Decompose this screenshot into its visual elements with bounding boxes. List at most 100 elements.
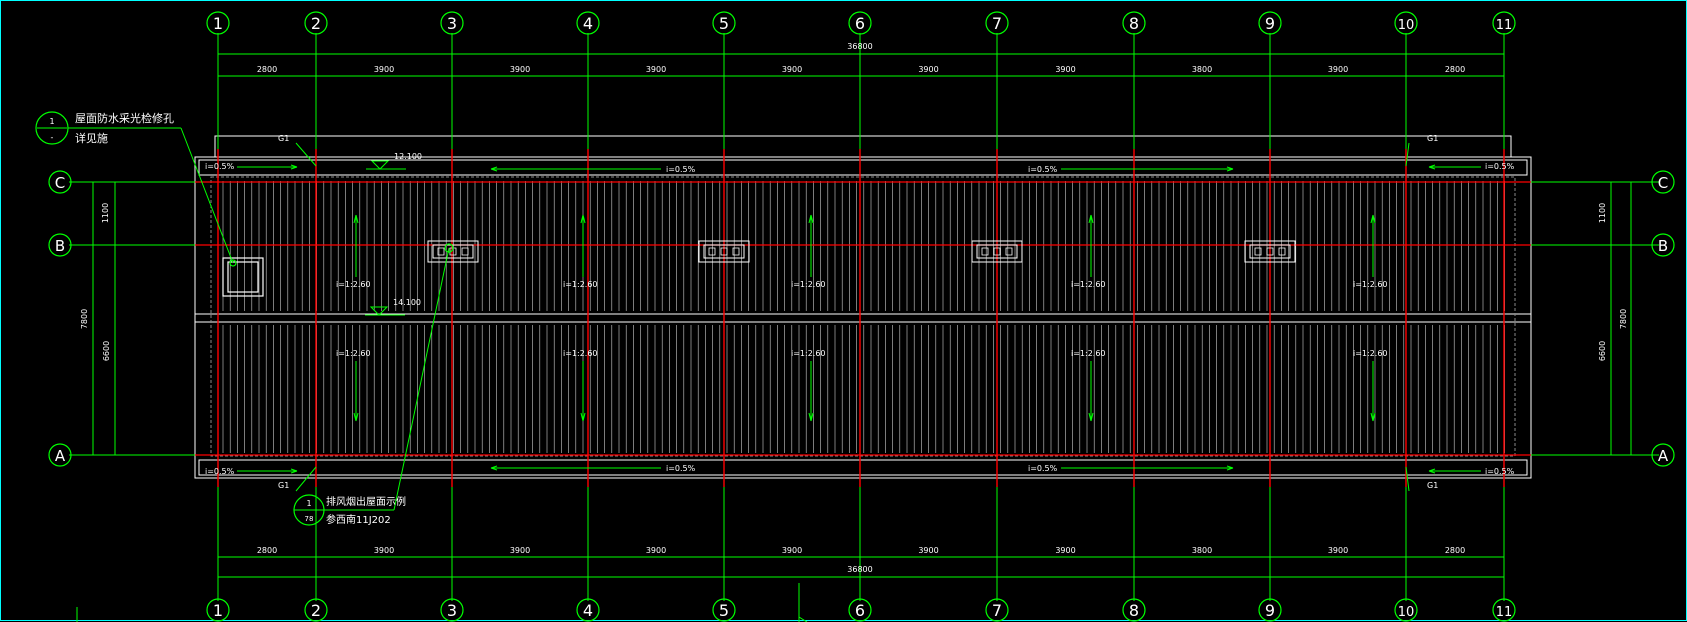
roof-slope-label-upper: i=1:2.60 bbox=[563, 280, 598, 289]
row-bubble-right bbox=[1651, 170, 1675, 194]
gutter-slope-tl: i=0.5% bbox=[205, 162, 235, 171]
tile-area-border bbox=[210, 176, 1516, 457]
dim-text-bay: 2800 bbox=[1445, 546, 1465, 555]
roof-slope-label-upper: i=1:2.60 bbox=[791, 280, 826, 289]
gutter-arrow-tr-head bbox=[1226, 166, 1234, 170]
dim-text-bay: 2800 bbox=[257, 546, 277, 555]
gutter-label-bl: G1 bbox=[278, 481, 289, 490]
roof-slope-arrow-head bbox=[582, 214, 586, 224]
axis-label-top: 11 bbox=[1496, 18, 1513, 33]
gutter-slope-bl: i=0.5% bbox=[205, 467, 235, 476]
gutter-slope-bre: i=0.5% bbox=[1485, 467, 1515, 476]
axis-label-bottom: 4 bbox=[583, 601, 593, 620]
dim-right-7800: 7800 bbox=[1619, 309, 1628, 329]
roof-slope-arrow-head bbox=[353, 412, 357, 422]
axis-bubble-top bbox=[440, 11, 464, 35]
roof-slope-label-lower: i=1:2.60 bbox=[1353, 349, 1388, 358]
dim-text-bay: 3900 bbox=[1055, 546, 1075, 555]
gutter-arrow-bre-head bbox=[1428, 470, 1436, 474]
callout-bottom-sheet: 78 bbox=[305, 515, 314, 523]
dim-text-bay: 3900 bbox=[1328, 546, 1348, 555]
elevation-mid: 14.100 bbox=[393, 298, 421, 307]
gutter-slope-tre: i=0.5% bbox=[1485, 162, 1515, 171]
gutter-arrow-bc-head bbox=[490, 467, 498, 471]
exhaust-vent-inner bbox=[432, 244, 474, 259]
dim-text-bay: 3900 bbox=[1328, 65, 1348, 74]
row-bubble-left bbox=[48, 233, 72, 257]
callout-top-sheet: - bbox=[51, 133, 54, 142]
row-label-left: B bbox=[55, 237, 65, 255]
roof-slope-arrow-head bbox=[808, 412, 812, 422]
row-label-left: C bbox=[55, 174, 65, 192]
dim-text-total: 36800 bbox=[847, 42, 872, 51]
exhaust-vent-outer bbox=[971, 240, 1023, 263]
axis-label-bottom: 8 bbox=[1129, 601, 1139, 620]
ridge-band bbox=[194, 313, 1532, 323]
gutter-arrow-tl-head bbox=[290, 166, 298, 170]
callout-leader-bottom-diag bbox=[393, 247, 450, 511]
dim-left-1100: 1100 bbox=[101, 203, 110, 223]
dim-text-bay: 3900 bbox=[1055, 65, 1075, 74]
axis-label-bottom: 9 bbox=[1265, 601, 1275, 620]
axis-label-bottom: 10 bbox=[1398, 605, 1415, 620]
row-bubble-right bbox=[1651, 443, 1675, 467]
access-hatch-inner bbox=[227, 261, 259, 293]
access-hatch-outer bbox=[222, 257, 264, 297]
dim-text-total: 36800 bbox=[847, 565, 872, 574]
exhaust-vent-outer bbox=[698, 240, 750, 263]
gutter-top bbox=[198, 159, 1528, 176]
elevation-top: 12.100 bbox=[394, 152, 422, 161]
elevation-mid-marker bbox=[369, 306, 389, 316]
axis-bubble-top bbox=[848, 11, 872, 35]
roof-slope-arrow-head bbox=[1088, 412, 1092, 422]
callout-bottom-text-2: 参西南11J202 bbox=[326, 513, 391, 526]
axis-label-top: 5 bbox=[719, 14, 729, 33]
dim-left-6600: 6600 bbox=[102, 341, 111, 361]
axis-bubble-top bbox=[1492, 11, 1516, 35]
gutter-arrow-tre-head bbox=[1428, 164, 1436, 168]
gutter-slope-br: i=0.5% bbox=[1028, 464, 1058, 473]
axis-label-top: 9 bbox=[1265, 14, 1275, 33]
roof-slope-arrow-head bbox=[580, 214, 584, 224]
row-bubble-left bbox=[48, 443, 72, 467]
gutter-arrow-tc-head bbox=[490, 168, 498, 172]
gutter-leader bbox=[295, 466, 317, 492]
axis-label-top: 8 bbox=[1129, 14, 1139, 33]
dim-right-1100: 1100 bbox=[1598, 203, 1607, 223]
axis-bubble-top bbox=[1258, 11, 1282, 35]
roof-slope-label-lower: i=1:2.60 bbox=[336, 349, 371, 358]
roof-slope-label-upper: i=1:2.60 bbox=[1353, 280, 1388, 289]
gutter-leader bbox=[1405, 142, 1410, 167]
callout-leader-top-diag bbox=[180, 127, 234, 264]
dim-text-bay: 3800 bbox=[1192, 65, 1212, 74]
row-label-right: A bbox=[1658, 447, 1669, 465]
axis-label-top: 1 bbox=[213, 14, 223, 33]
exhaust-vent-outer bbox=[1244, 240, 1296, 263]
roof-slope-arrow-head bbox=[353, 214, 357, 224]
gutter-leader bbox=[295, 142, 317, 167]
callout-leader-top-dot bbox=[229, 259, 237, 267]
row-bubble-right bbox=[1651, 233, 1675, 257]
gutter-arrow-tl-head bbox=[290, 164, 298, 168]
stray-line bbox=[798, 616, 808, 622]
gutter-label-br: G1 bbox=[1427, 481, 1438, 490]
dim-left-7800: 7800 bbox=[80, 309, 89, 329]
axis-bubble-top bbox=[206, 11, 230, 35]
axis-bubble-top bbox=[985, 11, 1009, 35]
axis-label-bottom: 7 bbox=[992, 601, 1002, 620]
gutter-slope-bc: i=0.5% bbox=[666, 464, 696, 473]
roof-slope-arrow-head bbox=[810, 214, 814, 224]
exhaust-vent-inner bbox=[703, 244, 745, 259]
dim-text-bay: 2800 bbox=[1445, 65, 1465, 74]
gutter-arrow-br-head bbox=[1226, 465, 1234, 469]
row-label-left: A bbox=[55, 447, 66, 465]
roof-slope-arrow-head bbox=[1372, 412, 1376, 422]
gutter-arrow-bl-head bbox=[290, 468, 298, 472]
exhaust-vent-icon bbox=[437, 247, 469, 256]
dim-text-bay: 3900 bbox=[646, 546, 666, 555]
elevation-top-marker bbox=[370, 160, 390, 170]
gutter-arrow-tc-head bbox=[490, 166, 498, 170]
dim-text-bay: 3900 bbox=[374, 546, 394, 555]
